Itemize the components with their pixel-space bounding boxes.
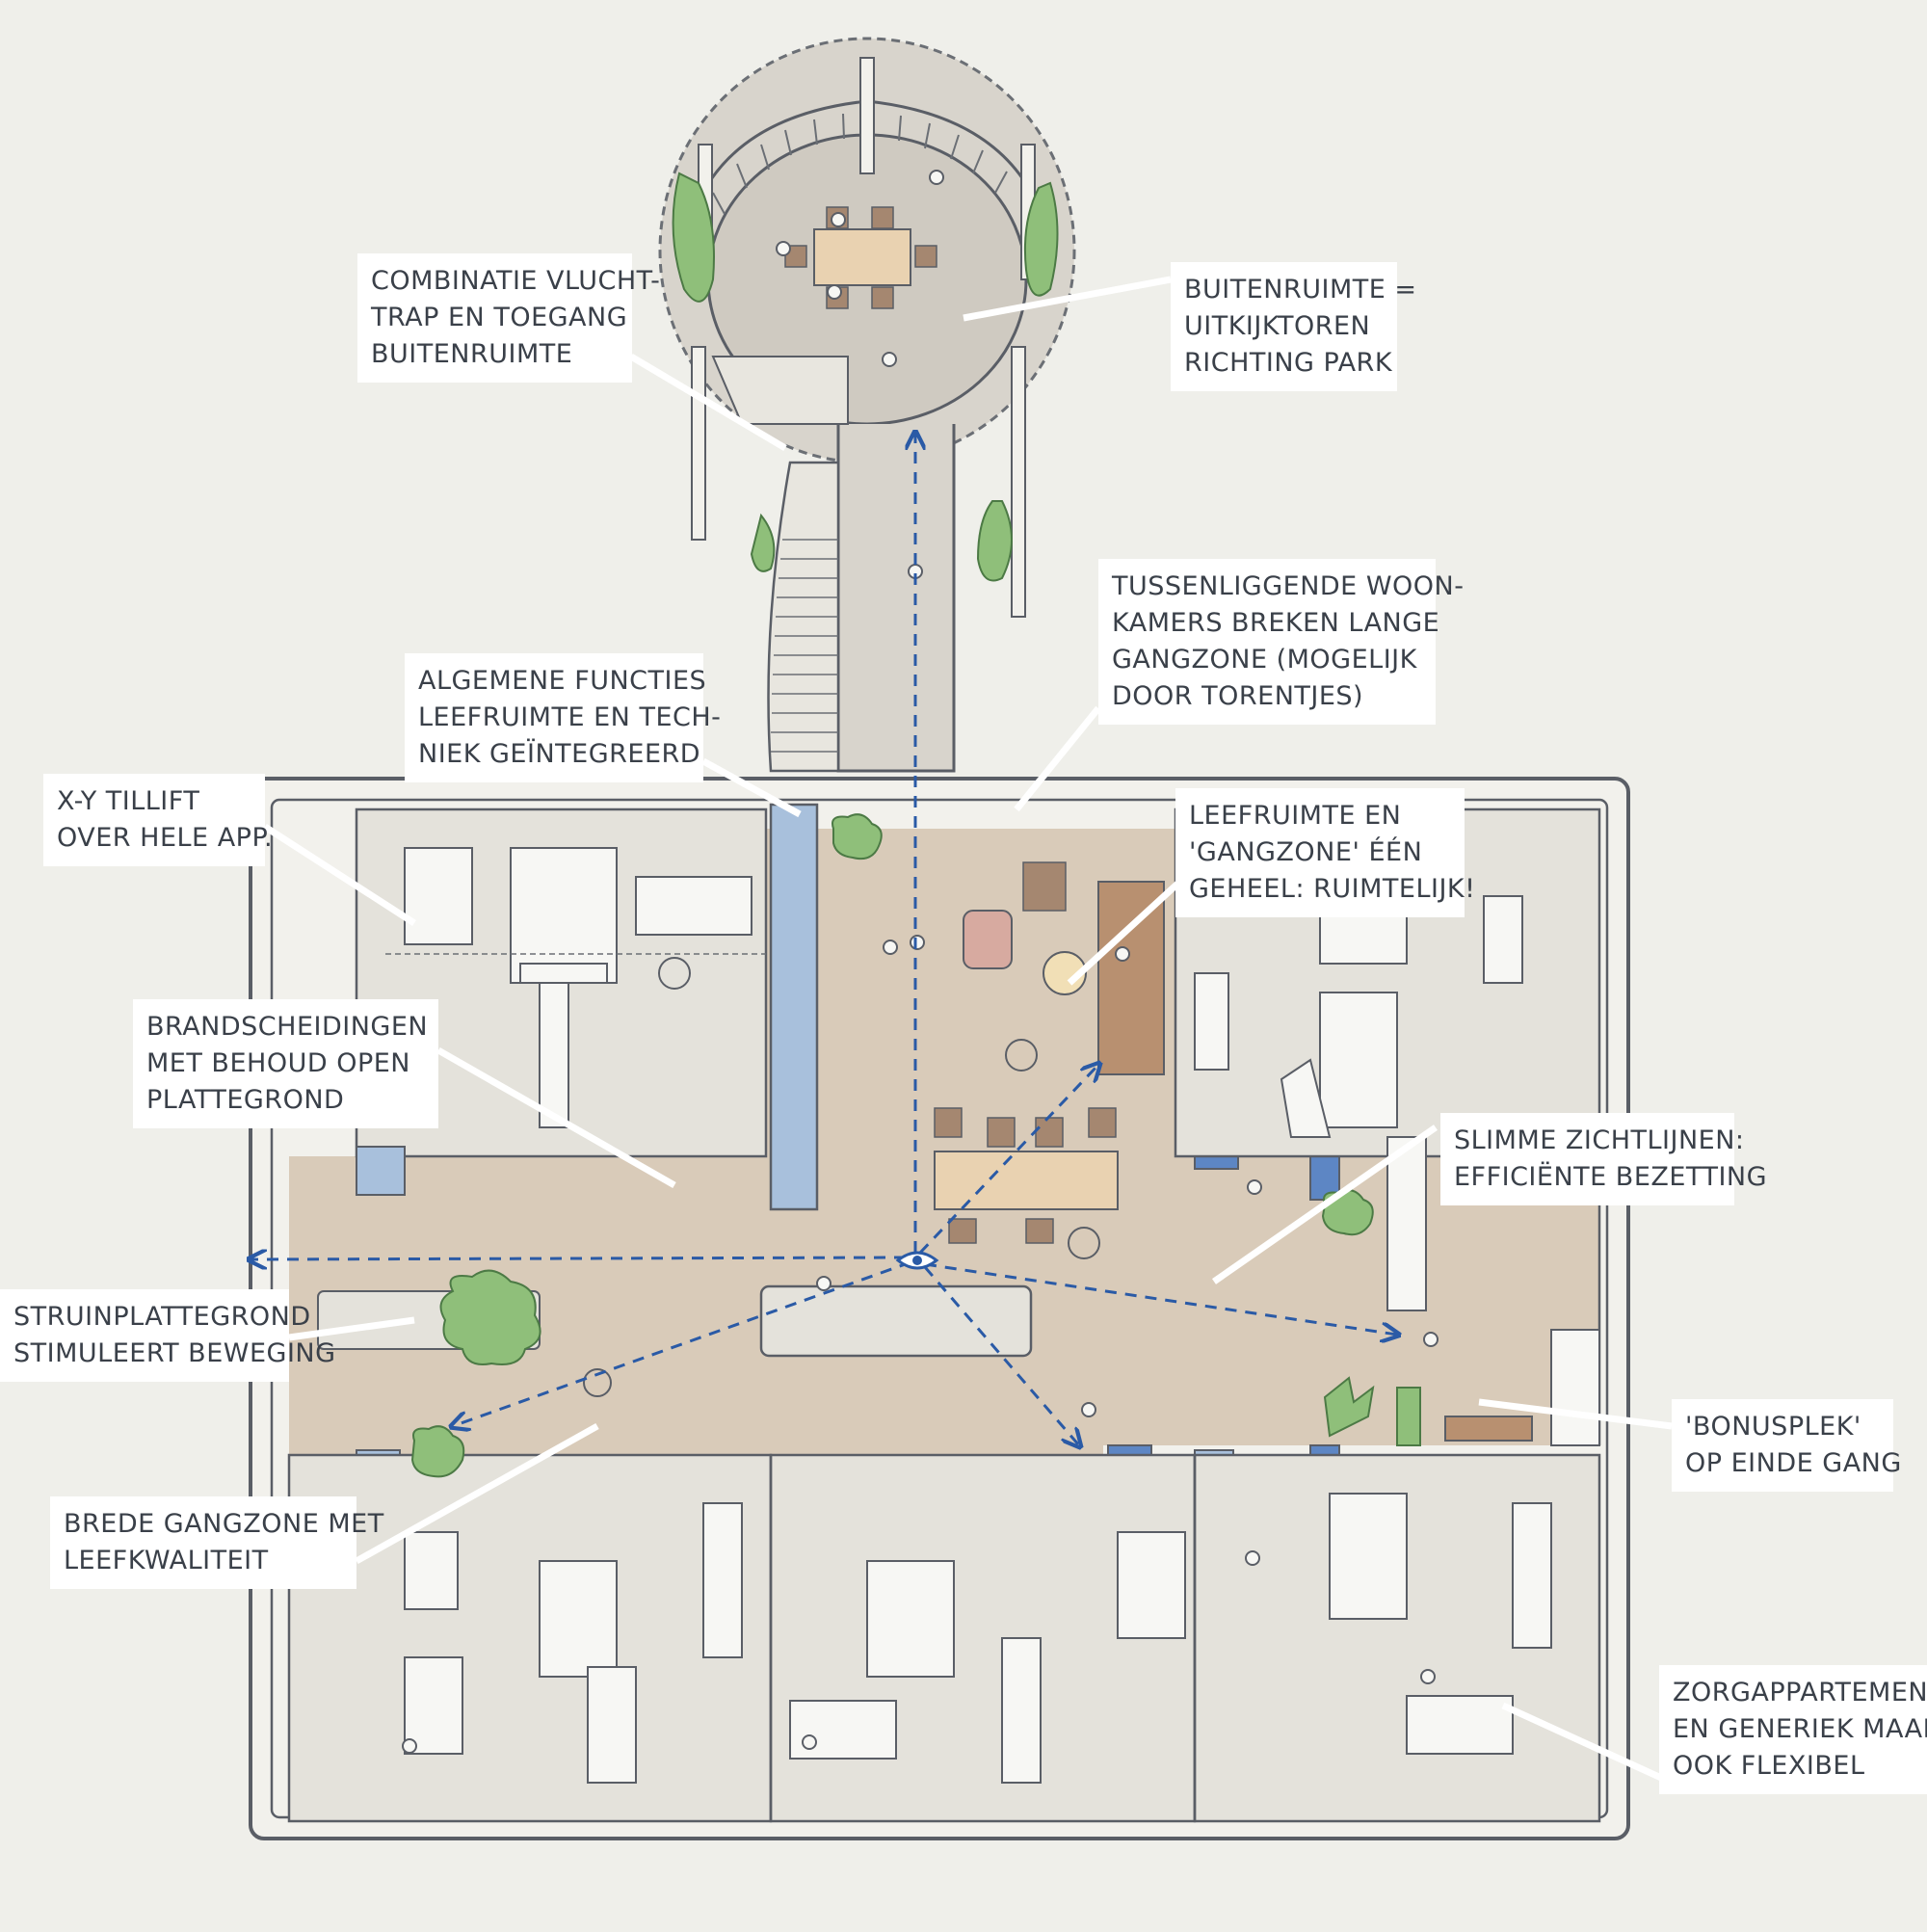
annotation-line: TUSSENLIGGENDE WOON- xyxy=(1112,571,1465,601)
annotation-line: ZORGAPPARTEMENT- xyxy=(1673,1678,1927,1707)
annotation-line: DOOR TORENTJES) xyxy=(1112,681,1364,711)
bed-icon xyxy=(404,1493,1552,1784)
annotation-line: OVER HELE APP. xyxy=(57,823,274,853)
annotation-wide-corridor: BREDE GANGZONE MET LEEFKWALITEIT xyxy=(50,1496,384,1589)
annotation-line: ALGEMENE FUNCTIES xyxy=(418,666,707,696)
main-building xyxy=(249,170,1630,1840)
annotation-living-rooms: TUSSENLIGGENDE WOON- KAMERS BREKEN LANGE… xyxy=(1098,559,1465,725)
outdoor-tower xyxy=(658,37,1076,773)
annotation-line: KAMERS BREKEN LANGE xyxy=(1112,608,1440,638)
annotation-bonus-spot: 'BONUSPLEK' OP EINDE GANG xyxy=(1672,1399,1902,1492)
annotation-line: OP EINDE GANG xyxy=(1685,1448,1902,1478)
annotation-living-space: LEEFRUIMTE EN 'GANGZONE' ÉÉN GEHEEL: RUI… xyxy=(1175,788,1476,917)
sight-lines xyxy=(251,434,1397,1445)
plant-icon xyxy=(410,813,1375,1478)
annotation-line: UITKIJKTOREN xyxy=(1184,311,1371,341)
annotation-line: COMBINATIE VLUCHT- xyxy=(371,266,661,296)
annotation-line: NIEK GEÏNTEGREERD xyxy=(418,739,701,769)
annotation-line: MET BEHOUD OPEN xyxy=(146,1048,410,1078)
annotation-escape-stair: COMBINATIE VLUCHT- TRAP EN TOEGANG BUITE… xyxy=(357,253,661,383)
annotation-roaming-plan: STRUINPLATTEGROND STIMULEERT BEWEGING xyxy=(0,1289,336,1382)
annotation-line: SLIMME ZICHTLIJNEN: xyxy=(1454,1125,1745,1155)
glass-wall xyxy=(769,803,819,1211)
annotation-line: LEEFRUIMTE EN TECH- xyxy=(418,702,722,732)
annotation-line: EFFICIËNTE BEZETTING xyxy=(1454,1162,1768,1192)
annotation-line: BREDE GANGZONE MET xyxy=(64,1509,384,1539)
annotation-line: STRUINPLATTEGROND xyxy=(13,1302,311,1332)
annotation-line: EN GENERIEK MAAR xyxy=(1673,1714,1927,1744)
annotation-line: STIMULEERT BEWEGING xyxy=(13,1338,336,1368)
person-icon xyxy=(402,170,1439,1754)
annotation-line: OOK FLEXIBEL xyxy=(1673,1751,1865,1781)
annotation-fire-separation: BRANDSCHEIDINGEN MET BEHOUD OPEN PLATTEG… xyxy=(133,999,438,1128)
annotation-line: BUITENRUIMTE xyxy=(371,339,573,369)
table-icon xyxy=(934,1151,1119,1210)
annotation-xy-lift: X-Y TILLIFT OVER HELE APP. xyxy=(43,774,274,866)
annotation-line: LEEFKWALITEIT xyxy=(64,1546,269,1575)
annotation-line: BUITENRUIMTE = xyxy=(1184,275,1417,304)
leader-lines xyxy=(263,276,1674,1786)
annotation-line: GANGZONE (MOGELIJK xyxy=(1112,645,1417,675)
annotation-line: PLATTEGROND xyxy=(146,1085,345,1115)
annotation-line: RICHTING PARK xyxy=(1184,348,1393,378)
annotation-line: 'GANGZONE' ÉÉN xyxy=(1189,837,1423,867)
annotation-line: GEHEEL: RUIMTELIJK! xyxy=(1189,874,1476,904)
annotation-outdoor-space: BUITENRUIMTE = UITKIJKTOREN RICHTING PAR… xyxy=(1171,262,1417,391)
stair-icon xyxy=(767,461,840,773)
annotation-sight-lines: SLIMME ZICHTLIJNEN: EFFICIËNTE BEZETTING xyxy=(1440,1113,1768,1205)
eye-icon xyxy=(895,1251,939,1270)
annotation-care-apartments: ZORGAPPARTEMENT- EN GENERIEK MAAR OOK FL… xyxy=(1659,1665,1927,1794)
annotation-line: TRAP EN TOEGANG xyxy=(371,303,628,332)
annotation-general-functions: ALGEMENE FUNCTIES LEEFRUIMTE EN TECH- NI… xyxy=(405,653,722,782)
annotation-line: 'BONUSPLEK' xyxy=(1685,1412,1861,1442)
wheelchair-icon xyxy=(583,957,1100,1397)
chair-icon xyxy=(934,1107,1117,1244)
annotation-line: BRANDSCHEIDINGEN xyxy=(146,1012,429,1042)
annotation-line: LEEFRUIMTE EN xyxy=(1189,801,1402,831)
annotation-line: X-Y TILLIFT xyxy=(57,786,200,816)
